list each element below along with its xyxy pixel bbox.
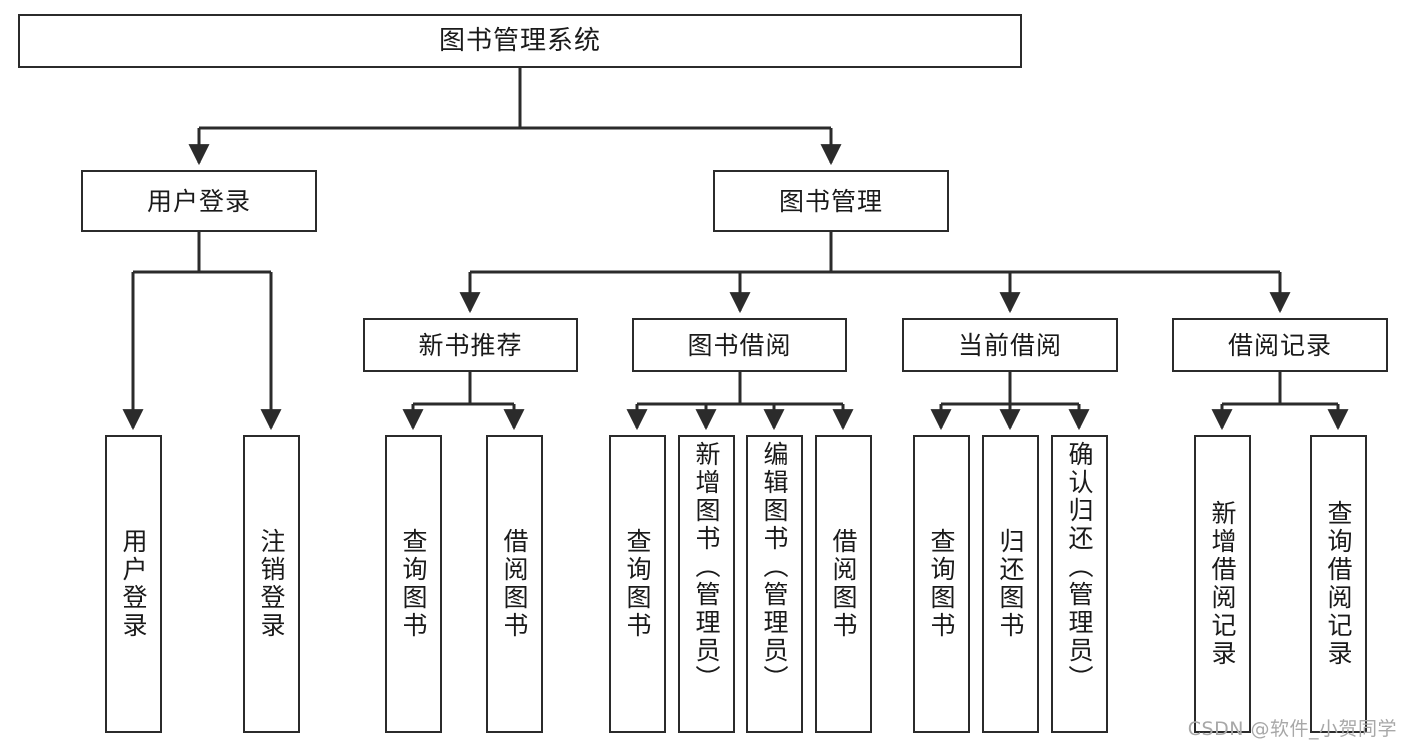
node-new-book-recommend-label: 新书推荐: [418, 330, 523, 360]
node-leaf-edit-book-label: 编辑图书（管理员）: [760, 441, 789, 693]
node-leaf-borrow-book-1-label: 借阅图书: [500, 528, 529, 640]
node-borrow-record[interactable]: 借阅记录: [1172, 318, 1388, 372]
node-borrow-record-label: 借阅记录: [1227, 330, 1332, 360]
node-book-manage-label: 图书管理: [778, 186, 883, 216]
node-leaf-query-record[interactable]: 查询借阅记录: [1310, 435, 1367, 733]
node-leaf-query-book-1-label: 查询图书: [399, 528, 428, 640]
node-leaf-user-login[interactable]: 用户登录: [105, 435, 162, 733]
node-root[interactable]: 图书管理系统: [18, 14, 1022, 68]
node-leaf-query-book-3-label: 查询图书: [927, 528, 956, 640]
node-leaf-confirm-return-label: 确认归还（管理员）: [1065, 441, 1094, 693]
node-current-borrow[interactable]: 当前借阅: [902, 318, 1118, 372]
node-leaf-return-book[interactable]: 归还图书: [982, 435, 1039, 733]
node-leaf-query-book-2-label: 查询图书: [623, 528, 652, 640]
node-leaf-query-book-2[interactable]: 查询图书: [609, 435, 666, 733]
node-leaf-add-book[interactable]: 新增图书（管理员）: [678, 435, 735, 733]
node-leaf-confirm-return[interactable]: 确认归还（管理员）: [1051, 435, 1108, 733]
node-root-label: 图书管理系统: [438, 26, 601, 56]
node-leaf-borrow-book-1[interactable]: 借阅图书: [486, 435, 543, 733]
node-leaf-borrow-book-2[interactable]: 借阅图书: [815, 435, 872, 733]
node-user-login-label: 用户登录: [146, 186, 251, 216]
node-leaf-query-book-3[interactable]: 查询图书: [913, 435, 970, 733]
node-leaf-user-logout[interactable]: 注销登录: [243, 435, 300, 733]
node-leaf-user-logout-label: 注销登录: [257, 528, 286, 640]
node-book-borrow[interactable]: 图书借阅: [632, 318, 847, 372]
node-leaf-user-login-label: 用户登录: [119, 528, 148, 640]
node-leaf-add-book-label: 新增图书（管理员）: [692, 441, 721, 693]
node-leaf-add-record-label: 新增借阅记录: [1208, 500, 1237, 668]
node-user-login[interactable]: 用户登录: [81, 170, 317, 232]
node-leaf-edit-book[interactable]: 编辑图书（管理员）: [746, 435, 803, 733]
node-book-borrow-label: 图书借阅: [687, 330, 792, 360]
node-leaf-query-record-label: 查询借阅记录: [1324, 500, 1353, 668]
node-leaf-query-book-1[interactable]: 查询图书: [385, 435, 442, 733]
node-leaf-add-record[interactable]: 新增借阅记录: [1194, 435, 1251, 733]
node-new-book-recommend[interactable]: 新书推荐: [363, 318, 578, 372]
node-leaf-borrow-book-2-label: 借阅图书: [829, 528, 858, 640]
node-book-manage[interactable]: 图书管理: [713, 170, 949, 232]
node-current-borrow-label: 当前借阅: [957, 330, 1062, 360]
node-leaf-return-book-label: 归还图书: [996, 528, 1025, 640]
